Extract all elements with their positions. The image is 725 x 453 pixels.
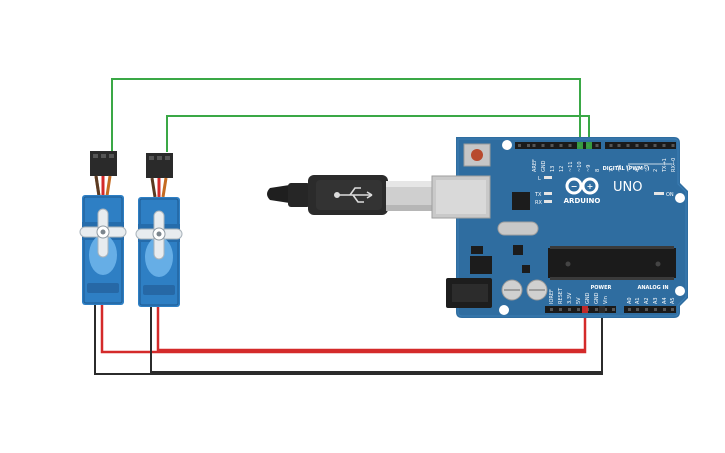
servo-horn <box>135 210 183 260</box>
header-pin[interactable] <box>577 308 580 311</box>
pin-label: ~11 <box>568 161 574 172</box>
header-pin[interactable] <box>559 308 562 311</box>
pin-label: GND <box>585 292 591 304</box>
wires <box>94 78 603 375</box>
header-pin[interactable] <box>604 308 607 311</box>
arduino-infinity-logo <box>565 177 599 195</box>
pin-label: GND <box>541 160 547 172</box>
pin-label: 13 <box>550 166 556 172</box>
analog-header-label: ANALOG IN <box>637 285 668 291</box>
pin-label: ~6 <box>617 165 623 172</box>
header-pin[interactable] <box>595 144 599 147</box>
pin-label: 4 <box>635 169 641 172</box>
svg-text:TX: TX <box>534 192 542 198</box>
board-brand: ARDUINO <box>564 197 601 205</box>
servo-motor-2[interactable] <box>135 153 183 307</box>
digital-header <box>515 142 601 149</box>
header-pin[interactable] <box>628 308 631 311</box>
power-wire-servo-1[interactable] <box>100 296 587 354</box>
svg-text:L: L <box>538 176 541 182</box>
header-pin[interactable] <box>568 308 571 311</box>
capacitors <box>501 279 548 301</box>
header-pin[interactable] <box>550 144 554 147</box>
pin-label: ~9 <box>586 165 592 172</box>
pin-label: 7 <box>609 169 615 172</box>
servo-motor-1[interactable] <box>79 151 127 305</box>
pin-label: A3 <box>653 297 659 304</box>
header-pin[interactable] <box>644 144 648 147</box>
header-pin[interactable] <box>636 308 639 311</box>
pin-label: GND <box>594 292 600 304</box>
pin-label: A0 <box>627 297 633 304</box>
power-header-label: POWER <box>591 285 612 291</box>
signal-wire-servo-1[interactable] <box>111 78 581 152</box>
pin-label: IOREF <box>549 289 555 304</box>
pin-label: A2 <box>644 297 650 304</box>
header-pin[interactable] <box>595 308 598 311</box>
atmega-microcontroller <box>548 246 676 280</box>
power-header <box>545 306 616 313</box>
usb-icon <box>333 187 373 203</box>
header-pin[interactable] <box>626 144 630 147</box>
pin-label: 3.3V <box>567 292 573 304</box>
pin-label: ~10 <box>577 161 583 172</box>
pin-label: ~5 <box>626 165 632 172</box>
header-pin[interactable] <box>663 308 666 311</box>
header-pin[interactable] <box>617 144 621 147</box>
pin-label: Vin <box>603 296 609 304</box>
header-pin[interactable] <box>568 144 572 147</box>
header-pin[interactable] <box>654 308 657 311</box>
servo-horn <box>79 208 127 258</box>
infinity-minus: − <box>571 182 578 191</box>
infinity-plus: + <box>587 182 594 191</box>
pin-label: 2 <box>653 169 659 172</box>
on-led-label: ON <box>666 192 674 198</box>
header-pin[interactable] <box>518 144 521 147</box>
power-wire-servo-2[interactable] <box>156 296 585 352</box>
header-pin[interactable] <box>671 308 674 311</box>
voltage-regulator <box>470 256 492 274</box>
pin-label: 12 <box>559 166 565 172</box>
header-pin[interactable] <box>612 308 615 311</box>
header-pin[interactable] <box>662 144 666 147</box>
pin-label: A4 <box>662 297 668 304</box>
usb-cable[interactable] <box>267 175 434 215</box>
svg-text:RX: RX <box>535 200 542 206</box>
pin-label: RX←0 <box>671 158 677 172</box>
header-pin[interactable] <box>609 144 613 147</box>
pin-label: 5V <box>576 297 582 304</box>
header-pin[interactable] <box>645 308 648 311</box>
header-pin[interactable] <box>559 144 563 147</box>
header-pin[interactable] <box>653 144 657 147</box>
wire-endpoints <box>577 142 605 313</box>
header-pin[interactable] <box>541 144 545 147</box>
ground-wire-servo-1[interactable] <box>94 296 603 375</box>
crystal-oscillator <box>497 221 539 236</box>
pin-label: TX→1 <box>662 158 668 173</box>
header-pin[interactable] <box>635 144 639 147</box>
header-pin[interactable] <box>532 144 536 147</box>
pin-label: ~3 <box>644 165 650 172</box>
header-pin[interactable] <box>671 144 675 147</box>
header-pin[interactable] <box>527 144 530 147</box>
digital-header-label: DIGITAL (PWM~) <box>603 166 650 172</box>
analog-header <box>624 306 676 313</box>
pin-label: A5 <box>670 297 676 304</box>
pin-label: RESET <box>558 287 564 304</box>
status-leds: L TX RX ON <box>534 176 674 206</box>
pin-label: A1 <box>635 297 641 304</box>
pin-label: 8 <box>595 169 601 172</box>
ground-wire-servo-2[interactable] <box>150 296 602 373</box>
board-model: UNO <box>613 180 642 195</box>
signal-wire-servo-2[interactable] <box>166 115 590 152</box>
usb-interface-chip <box>512 192 530 210</box>
reset-button[interactable] <box>463 143 491 167</box>
pin-label: AREF <box>532 159 538 172</box>
header-pin[interactable] <box>550 308 553 311</box>
